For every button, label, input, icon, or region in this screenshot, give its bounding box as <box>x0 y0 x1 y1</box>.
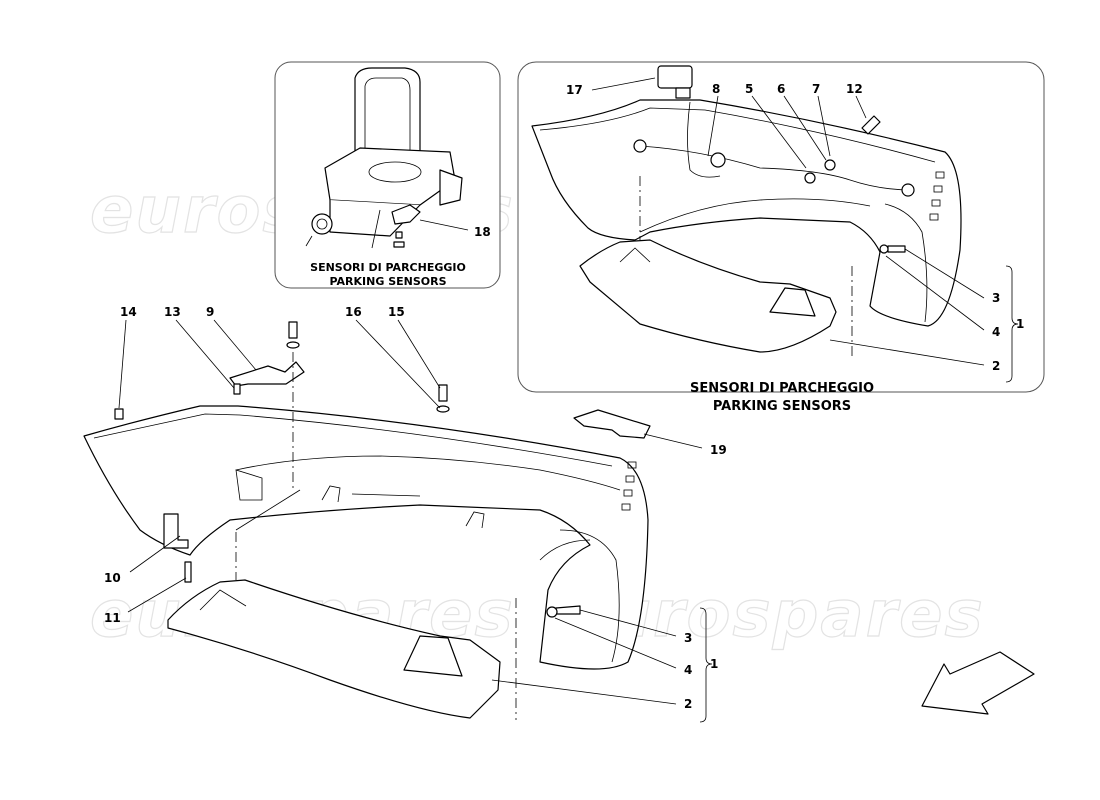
callout-6: 6 <box>777 82 785 96</box>
callout-inset-1: 1 <box>1016 317 1024 331</box>
inset-washer-4 <box>879 244 889 254</box>
bracket-drawing <box>305 67 463 249</box>
callout-main-4: 4 <box>684 663 692 677</box>
washer-4 <box>546 606 558 618</box>
callout-inset-4: 4 <box>992 325 1000 339</box>
inset-bumper-with-sensors: 17 8 5 6 7 12 3 4 2 1 SENSORI DI PARCHEG… <box>517 61 1045 414</box>
callout-7: 7 <box>812 82 820 96</box>
callout-inset-3: 3 <box>992 291 1000 305</box>
callout-16: 16 <box>345 305 362 319</box>
screw-9-top <box>288 321 298 339</box>
callout-main-2: 2 <box>684 697 692 711</box>
callout-18: 18 <box>474 225 491 239</box>
inset-harness <box>687 101 721 178</box>
sensor-control-unit-17 <box>657 65 693 89</box>
inset-bumper-cover <box>531 99 962 327</box>
callout-19: 19 <box>710 443 727 457</box>
callout-14: 14 <box>120 305 137 319</box>
inset-small-caption-en: PARKING SENSORS <box>329 275 446 288</box>
callout-12: 12 <box>846 82 863 96</box>
callout-15: 15 <box>388 305 405 319</box>
callout-13: 13 <box>164 305 181 319</box>
sensor-18 <box>391 204 421 225</box>
leader-18 <box>419 219 469 231</box>
callout-main-1: 1 <box>710 657 718 671</box>
direction-arrow-icon <box>921 651 1035 715</box>
rear-diffuser <box>167 579 501 719</box>
inset-small-caption-it: SENSORI DI PARCHEGGIO <box>310 261 466 274</box>
main-bumper-assembly: 14 13 9 16 15 19 10 11 3 4 2 1 <box>83 305 727 723</box>
callout-main-3: 3 <box>684 631 692 645</box>
callout-9: 9 <box>206 305 214 319</box>
inset-large-caption-it: SENSORI DI PARCHEGGIO <box>690 381 874 396</box>
callout-17: 17 <box>566 83 583 97</box>
callout-8: 8 <box>712 82 720 96</box>
callout-5: 5 <box>745 82 753 96</box>
callout-inset-2: 2 <box>992 359 1000 373</box>
screw-13 <box>233 383 241 395</box>
bolt-3 <box>555 605 581 615</box>
callout-11: 11 <box>104 611 121 625</box>
inset-bolt-3 <box>887 245 906 253</box>
inset-sensor-bracket: 18 SENSORI DI PARCHEGGIO PARKING SENSORS <box>274 61 501 289</box>
bracket-loop <box>354 67 421 170</box>
inset-diffuser <box>579 239 837 353</box>
inset-large-caption-en: PARKING SENSORS <box>713 399 851 414</box>
callout-10: 10 <box>104 571 121 585</box>
sensor-12 <box>861 115 881 135</box>
trim-19 <box>573 409 651 439</box>
stud-11 <box>184 561 192 583</box>
mount-grommet <box>311 213 333 235</box>
screw-14 <box>114 408 124 420</box>
screw-15 <box>438 384 448 402</box>
rear-bumper-cover <box>83 405 649 670</box>
